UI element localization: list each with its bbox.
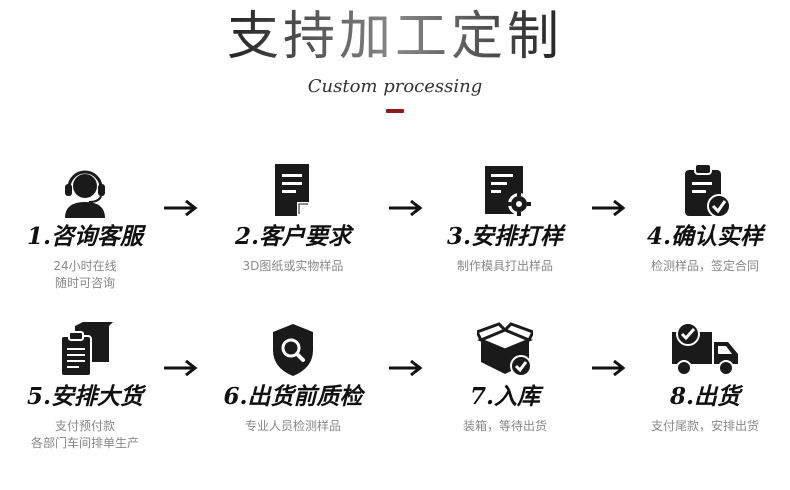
step-desc-line: 制作模具打出样品: [456, 259, 553, 273]
arrow-right-icon: [592, 360, 626, 376]
step-label: 4.确认实样: [646, 223, 763, 250]
step-3: 3.安排打样 制作模具打出样品: [420, 162, 590, 275]
step-1: 1.咨询客服 24小时在线 随时可咨询: [0, 162, 170, 292]
step-label: 1.咨询客服: [26, 223, 143, 250]
arrow-right-icon: [592, 200, 626, 216]
step-6: 6.出货前质检 专业人员检测样品: [208, 322, 378, 435]
step-desc-line: 随时可咨询: [54, 276, 115, 290]
arrow-right-icon: [389, 200, 423, 216]
document-icon: [265, 162, 321, 218]
step-8: 8.出货 支付尾款，安排出货: [620, 322, 790, 435]
accent-bar: [386, 109, 404, 113]
step-desc-line: 24小时在线: [53, 259, 117, 273]
arrow-right-icon: [164, 360, 198, 376]
step-desc-line: 检测样品，签定合同: [650, 259, 759, 273]
step-desc: 3D图纸或实物样品: [208, 258, 378, 275]
arrow-right-icon: [389, 360, 423, 376]
box-clipboard-icon: [57, 322, 113, 378]
step-desc: 支付预付款 各部门车间排单生产: [0, 418, 170, 452]
step-7: 7.入库 装箱，等待出货: [420, 322, 590, 435]
step-desc-line: 3D图纸或实物样品: [242, 259, 344, 273]
step-label: 5.安排大货: [26, 383, 143, 410]
step-label: 7.入库: [469, 383, 540, 410]
step-desc-line: 专业人员检测样品: [244, 419, 341, 433]
step-label: 6.出货前质检: [223, 383, 363, 410]
document-gear-icon: [477, 162, 533, 218]
shield-search-icon: [265, 322, 321, 378]
step-label: 2.客户要求: [234, 223, 351, 250]
step-desc: 装箱，等待出货: [420, 418, 590, 435]
step-desc-line: 装箱，等待出货: [462, 419, 547, 433]
headset-agent-icon: [57, 162, 113, 218]
step-desc: 支付尾款，安排出货: [620, 418, 790, 435]
clipboard-check-icon: [677, 162, 733, 218]
page-title: 支持加工定制: [0, 2, 790, 72]
page-subtitle: Custom processing: [307, 76, 483, 97]
arrow-right-icon: [164, 200, 198, 216]
step-label: 3.安排打样: [446, 223, 563, 250]
step-desc: 制作模具打出样品: [420, 258, 590, 275]
step-2: 2.客户要求 3D图纸或实物样品: [208, 162, 378, 275]
step-label: 8.出货: [669, 383, 740, 410]
step-4: 4.确认实样 检测样品，签定合同: [620, 162, 790, 275]
step-desc: 专业人员检测样品: [208, 418, 378, 435]
step-desc-line: 各部门车间排单生产: [30, 436, 139, 450]
step-desc: 24小时在线 随时可咨询: [0, 258, 170, 292]
step-desc-line: 支付尾款，安排出货: [650, 419, 759, 433]
step-5: 5.安排大货 支付预付款 各部门车间排单生产: [0, 322, 170, 452]
truck-check-icon: [670, 322, 740, 378]
step-desc-line: 支付预付款: [54, 419, 115, 433]
step-desc: 检测样品，签定合同: [620, 258, 790, 275]
box-check-icon: [477, 322, 533, 378]
